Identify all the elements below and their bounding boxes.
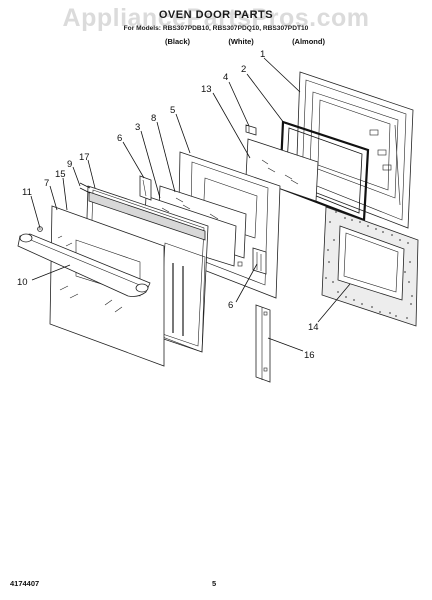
part-1-inner-liner xyxy=(295,71,414,229)
callout-14: 14 xyxy=(308,322,319,333)
callout-16: 16 xyxy=(304,350,315,361)
leader-lines xyxy=(30,57,351,352)
callout-9: 9 xyxy=(67,159,72,170)
callout-6-top: 6 xyxy=(117,133,122,144)
callout-5: 5 xyxy=(170,105,175,116)
diagram-title: OVEN DOOR PARTS xyxy=(158,9,274,21)
part-4-clip xyxy=(245,124,257,136)
part-13-inner-glass xyxy=(245,138,319,202)
part-9-trim xyxy=(79,182,91,194)
callout-15: 15 xyxy=(55,169,66,180)
model-numbers: For Models: RBS307PDB10, RBS307PDQ10, RB… xyxy=(123,25,309,32)
callout-13: 13 xyxy=(201,84,212,95)
page-number: 5 xyxy=(212,579,217,588)
part-14-insulation xyxy=(321,206,419,327)
color-label-black: (Black) xyxy=(165,37,191,46)
callout-2: 2 xyxy=(241,64,246,75)
color-label-white: (White) xyxy=(228,37,254,46)
part-6-hinge-right xyxy=(252,247,267,275)
document-number: 4174407 xyxy=(10,579,40,588)
part-10-handle xyxy=(17,233,151,297)
callout-17: 17 xyxy=(79,152,90,163)
callout-10: 10 xyxy=(17,277,28,288)
color-label-almond: (Almond) xyxy=(292,37,325,46)
part-16-strip xyxy=(255,304,271,383)
color-labels: (Black) (White) (Almond) xyxy=(165,37,325,46)
callout-1: 1 xyxy=(260,49,265,60)
callout-4: 4 xyxy=(223,72,228,83)
callout-6-bottom: 6 xyxy=(228,300,233,311)
callout-labels: 1 2 4 13 5 8 3 6 17 9 15 7 11 10 6 14 16 xyxy=(17,49,319,361)
callout-7: 7 xyxy=(44,178,49,189)
callout-8: 8 xyxy=(151,113,156,124)
callout-11: 11 xyxy=(22,187,32,198)
callout-3: 3 xyxy=(135,122,140,133)
part-6-hinge-left xyxy=(139,175,152,201)
